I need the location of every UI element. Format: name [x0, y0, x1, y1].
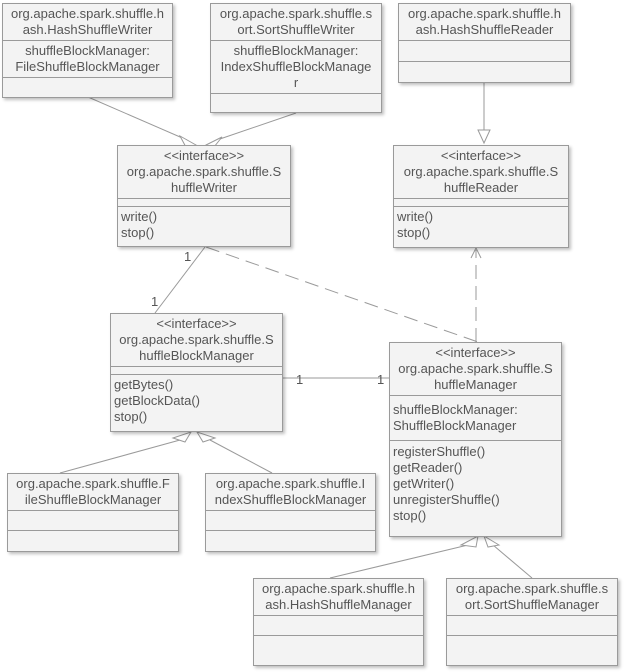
class-index-shuffle-block-manager: org.apache.spark.shuffle.I ndexShuffleBl… [205, 473, 376, 552]
writer-block-manager-association [154, 246, 206, 314]
attribute: ShuffleBlockManager [393, 418, 517, 433]
file-block-manager-realization-line [59, 439, 181, 474]
class-methods [447, 635, 617, 665]
class-name: org.apache.spark.shuffle.h ash.HashShuff… [262, 581, 415, 612]
block-manager-triangle-left [171, 431, 193, 443]
class-hash-shuffle-reader: org.apache.spark.shuffle.h ash.HashShuff… [398, 3, 571, 83]
class-methods [8, 530, 178, 551]
class-name: org.apache.spark.shuffle.h ash.HashShuff… [11, 6, 164, 37]
class-sort-shuffle-manager: org.apache.spark.shuffle.s ort.SortShuff… [446, 578, 618, 666]
method: stop() [121, 225, 155, 240]
class-file-shuffle-block-manager: org.apache.spark.shuffle.F ileShuffleBlo… [7, 473, 179, 552]
method: stop() [397, 225, 431, 240]
class-attributes [118, 198, 290, 206]
class-attributes [399, 40, 570, 61]
class-methods: write() stop() [118, 206, 290, 246]
class-methods [3, 77, 172, 97]
stereotype: <<interface>> [435, 345, 516, 360]
class-name: org.apache.spark.shuffle.s ort.SortShuff… [455, 581, 609, 612]
class-name: org.apache.spark.shuffle.h ash.HashShuff… [408, 6, 561, 37]
writer-manager-dependency [205, 246, 479, 343]
method: stop() [114, 409, 148, 424]
class-name: org.apache.spark.shuffle.F ileShuffleBlo… [16, 476, 170, 507]
reader-triangle [477, 129, 491, 145]
class-name: <<interface>> org.apache.spark.shuffle.S… [390, 343, 561, 395]
hash-manager-realization-line [329, 544, 469, 579]
method: getWriter() [393, 476, 455, 491]
index-block-manager-realization-line [209, 439, 273, 474]
manager-triangle-right [483, 534, 501, 548]
class-name: <<interface>> org.apache.spark.shuffle.S… [394, 146, 568, 198]
class-name: <<interface>> org.apache.spark.shuffle.S… [118, 146, 290, 198]
class-attributes [254, 615, 423, 635]
class-methods [206, 530, 375, 551]
hash-writer-realization-line [87, 96, 188, 141]
class-attributes: shuffleBlockManager: ShuffleBlockManager [390, 395, 561, 440]
class-methods [254, 635, 423, 665]
class-hash-shuffle-manager: org.apache.spark.shuffle.h ash.HashShuff… [253, 578, 424, 666]
block-manager-triangle-right [195, 431, 217, 443]
attribute: shuffleBlockManager: [393, 402, 518, 417]
class-methods [211, 93, 381, 112]
class-attributes [8, 510, 178, 530]
sort-writer-realization-line [216, 112, 297, 141]
class-name: org.apache.spark.shuffle.I ndexShuffleBl… [214, 476, 367, 507]
class-methods: write() stop() [394, 206, 568, 247]
class-attributes [394, 198, 568, 206]
class-sort-shuffle-writer: org.apache.spark.shuffle.s ort.SortShuff… [210, 3, 382, 113]
manager-reader-arrowhead [470, 246, 482, 259]
sort-manager-realization-line [492, 544, 533, 579]
method: getReader() [393, 460, 463, 475]
method: stop() [393, 508, 427, 523]
class-name: <<interface>> org.apache.spark.shuffle.S… [111, 314, 282, 366]
class-methods: registerShuffle() getReader() getWriter(… [390, 440, 561, 536]
multiplicity-block-manager-top: 1 [151, 294, 159, 309]
stereotype: <<interface>> [163, 148, 245, 163]
method: write() [397, 209, 434, 224]
interface-shuffle-block-manager: <<interface>> org.apache.spark.shuffle.S… [110, 313, 283, 432]
class-attributes: shuffleBlockManager: IndexShuffleBlockMa… [211, 40, 381, 93]
class-attributes [447, 615, 617, 635]
stereotype: <<interface>> [440, 148, 522, 163]
class-attributes: shuffleBlockManager: FileShuffleBlockMan… [3, 40, 172, 77]
method: getBlockData() [114, 393, 200, 408]
class-methods [399, 61, 570, 82]
class-methods: getBytes() getBlockData() stop() [111, 374, 282, 431]
multiplicity-shuffle-manager-left: 1 [377, 372, 385, 387]
manager-triangle-left [459, 535, 479, 548]
class-attributes [111, 366, 282, 374]
interface-shuffle-reader: <<interface>> org.apache.spark.shuffle.S… [393, 145, 569, 248]
interface-shuffle-manager: <<interface>> org.apache.spark.shuffle.S… [389, 342, 562, 537]
class-attributes [206, 510, 375, 530]
method: write() [121, 209, 158, 224]
method: registerShuffle() [393, 444, 486, 459]
method: unregisterShuffle() [393, 492, 500, 507]
multiplicity-writer-end: 1 [184, 249, 192, 264]
stereotype: <<interface>> [156, 316, 237, 331]
interface-shuffle-writer: <<interface>> org.apache.spark.shuffle.S… [117, 145, 291, 247]
class-hash-shuffle-writer: org.apache.spark.shuffle.h ash.HashShuff… [2, 3, 173, 98]
multiplicity-block-manager-right: 1 [296, 372, 304, 387]
class-name: org.apache.spark.shuffle.s ort.SortShuff… [219, 6, 373, 37]
method: getBytes() [114, 377, 174, 392]
